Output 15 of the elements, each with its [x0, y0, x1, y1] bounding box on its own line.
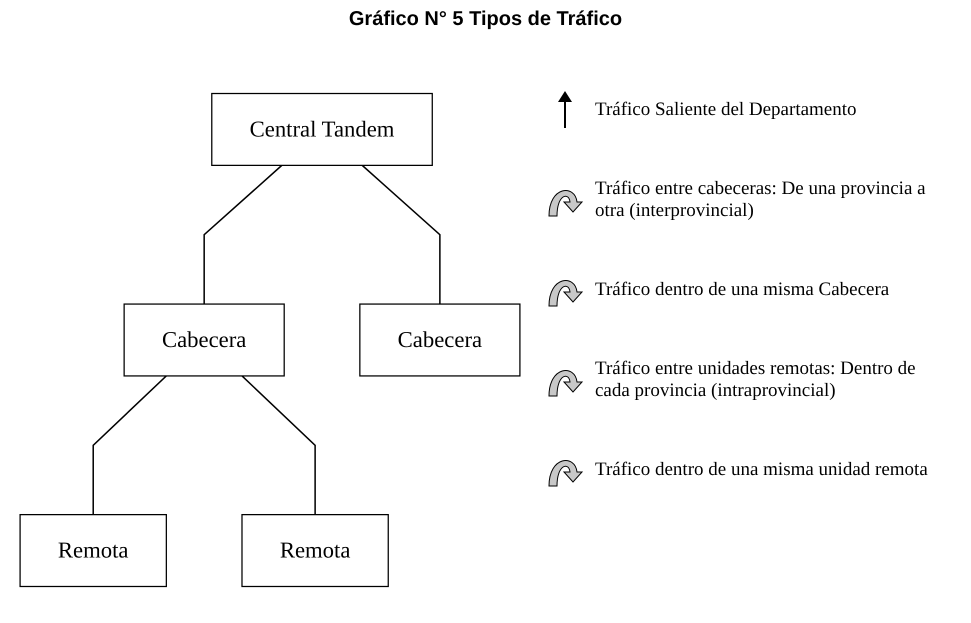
node-box: Remota [19, 514, 167, 588]
connector [92, 375, 167, 515]
note-text: Tráfico Saliente del Departamento [595, 99, 857, 121]
note-text: Tráfico entre unidades remotas: Dentro de cada provincia (intraprovincial) [595, 358, 917, 402]
node-box: Remota [241, 514, 389, 588]
title: Gráfico N° 5 Tipos de Tráfico [348, 8, 624, 31]
connector [362, 164, 441, 304]
node-box: Central Tandem [211, 92, 433, 166]
connector [242, 375, 316, 515]
connector [203, 164, 282, 304]
note-text: Tráfico entre cabeceras: De una provincia a otra (interprovincial) [595, 178, 927, 222]
note-text: Tráfico dentro de una misma unidad remota [595, 459, 928, 481]
node-box: Cabecera [124, 303, 285, 377]
node-box: Cabecera [359, 303, 521, 377]
note-text: Tráfico dentro de una misma Cabecera [595, 279, 890, 301]
